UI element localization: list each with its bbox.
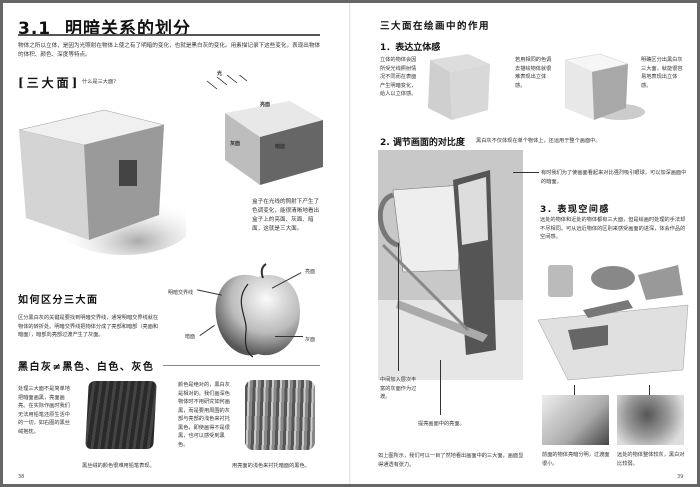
s2-summary: 如上图所示，我们可以一目了然地看出画面中的三大面，画面显得通透有张力。 — [378, 453, 524, 468]
s1-text-1: 立体的物体会因所受光线照射情况不同而在表面产生明暗变化，给人以立体感。 — [380, 57, 417, 97]
three-faces-diagram — [206, 75, 323, 185]
s1-text-2: 若用相同的色调去描绘物体就很难表现出立体感。 — [515, 57, 552, 89]
cube-uniform-sketch — [428, 54, 490, 120]
bwg-text-2: 颜色是绝对的，黑白灰是相对的。我们画深色物体时不用研究如何画黑，而是要用周围的灰… — [178, 382, 230, 448]
s2-heading: 2. 调节画面的对比度 — [380, 138, 465, 148]
s2-mid-label: 中间加入层次丰富的灰面作为过渡。 — [380, 377, 417, 400]
page-number-right: 39 — [677, 474, 684, 480]
bwg-caption-1: 黑丝绒的颜色很难用铅笔表现。 — [82, 463, 155, 469]
apple-sketch — [215, 263, 300, 358]
bwg-heading: 黑白灰≠黑色、白色、灰色 — [18, 362, 155, 373]
three-faces-heading: [三大面] — [18, 76, 81, 90]
apple-gray-label: 灰面 — [305, 337, 316, 343]
s3-caption-near: 前面的物体亮暗分明，过渡面很小。 — [542, 452, 610, 467]
right-title: 三大面在绘画中的作用 — [380, 21, 491, 32]
box-sketch — [18, 109, 186, 255]
s2-annotation: 有时我们为了使画面看起来对比强烈吸引眼球，可以加深画面中的暗面。 — [541, 170, 687, 185]
gloves-detail-image — [542, 395, 609, 445]
apple-dark-label: 暗面 — [185, 334, 196, 340]
flowerpot-detail-image — [617, 395, 684, 445]
s1-heading: 1．表达立体感 — [380, 43, 441, 53]
distinguish-heading: 如何区分三大面 — [18, 295, 99, 306]
s3-heading: 3. 表现空间感 — [540, 205, 610, 215]
near-pointer — [574, 385, 575, 397]
s3-text: 远处的物体和近处的物体都有三大面，但是绘画时处理的手法却不尽相同。可从远近物体的… — [540, 217, 686, 240]
distinguish-text: 区分黑白灰的关键是要找到明暗交界线，通常明暗交界线就在物体的转折处。明暗交界线把… — [18, 315, 159, 338]
gray-face-label: 灰面 — [230, 141, 241, 147]
s3-caption-far: 远处的物体整体较灰，黑白对比较弱。 — [617, 452, 685, 467]
s2-note: 黑白灰不仅体现在单个物体上，还运用于整个画面中。 — [476, 138, 601, 144]
s1-text-3: 明确区分出黑白灰三大面，就能很容易地表现出立体感。 — [641, 57, 683, 89]
terminator-label: 明暗交界线 — [168, 290, 194, 296]
bwg-text-1: 处理三大面不是简单地把暗面画黑，亮面画亮。在实际作画时我们无法用铅笔还原生活中的… — [18, 386, 70, 435]
apple-bright-label: 亮面 — [305, 269, 316, 275]
still-life-contrast-sketch — [378, 150, 523, 380]
page-number-left: 38 — [18, 474, 25, 480]
bwg-rule — [163, 365, 320, 366]
three-faces-question: 什么是三大面? — [82, 79, 116, 85]
cube-caption: 盒子在光线的照射下产生了色调变化，能很清晰地看出盒子上的亮面、灰面、暗面，这就是… — [252, 199, 320, 232]
light-label: 光 — [217, 71, 223, 77]
gray-pointer — [275, 336, 303, 337]
book-gutter — [349, 0, 351, 487]
s2-bright-label: 提亮画面中的亮面。 — [418, 421, 465, 427]
bright-face-label: 亮面 — [260, 102, 271, 108]
cube-shaded-sketch — [564, 53, 645, 120]
intro-text: 物体之所以立体，是因为光照射在物体上使之有了明暗的变化，也就是黑白灰的变化。用素… — [18, 43, 321, 58]
far-pointer — [649, 385, 650, 397]
bwg-caption-2: 用亮面的浅色来衬托暗面的黑色。 — [232, 463, 310, 469]
annotation-pointer — [513, 172, 539, 173]
sketched-pillow-image — [245, 380, 315, 450]
dark-face-label: 暗面 — [275, 144, 286, 150]
mid-pointer — [398, 243, 399, 371]
bright-label-pointer — [440, 360, 441, 415]
black-pillow-image — [85, 381, 157, 449]
title-rule — [18, 34, 320, 36]
still-life-space-sketch — [537, 265, 689, 381]
